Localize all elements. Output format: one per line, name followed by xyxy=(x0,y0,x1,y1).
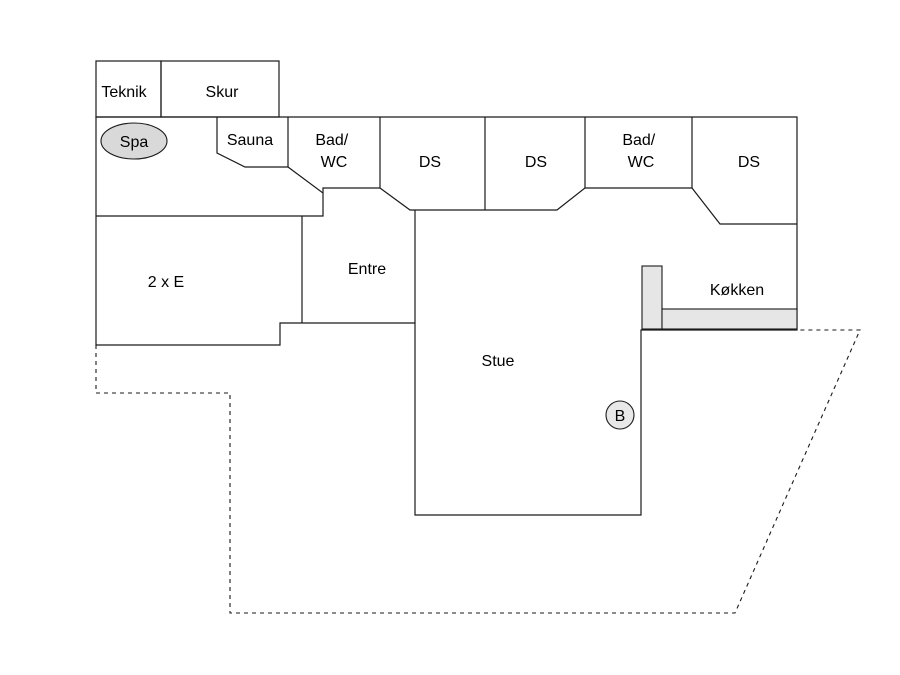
label-ds-2: DS xyxy=(525,154,547,171)
label-stue: Stue xyxy=(482,353,515,370)
b-marker-circle xyxy=(605,400,635,430)
label-b-marker: B xyxy=(615,408,626,425)
label-spa: Spa xyxy=(120,134,149,151)
label-bad-wc-2-line1: Bad/ xyxy=(622,132,655,149)
label-bad-wc-1-line2: WC xyxy=(321,154,348,171)
label-entre: Entre xyxy=(348,261,386,278)
label-bad-wc-1-line1: Bad/ xyxy=(315,132,348,149)
label-2xe: 2 x E xyxy=(148,274,184,291)
label-ds-3: DS xyxy=(738,154,760,171)
label-sauna: Sauna xyxy=(227,132,273,149)
label-skur: Skur xyxy=(206,84,240,101)
label-bad-wc-2-line2: WC xyxy=(628,154,655,171)
label-ds-1: DS xyxy=(419,154,441,171)
wall-bad-wc-2 xyxy=(585,117,693,189)
label-kokken: Køkken xyxy=(710,282,764,299)
outer-wall xyxy=(95,116,798,516)
label-teknik: Teknik xyxy=(101,84,147,101)
label-bad-wc-2: Bad/ WC xyxy=(622,132,659,171)
label-bad-wc-1: Bad/ WC xyxy=(315,132,352,171)
terrace-outline xyxy=(95,329,861,614)
kitchen-counter-horizontal xyxy=(661,308,798,330)
wall-ds-1-lower xyxy=(379,117,586,211)
kitchen-counter-vertical xyxy=(641,265,663,330)
spa-tub xyxy=(100,122,168,160)
wall-bad-wc-1 xyxy=(322,117,381,193)
wall-ds-3 xyxy=(691,187,797,225)
